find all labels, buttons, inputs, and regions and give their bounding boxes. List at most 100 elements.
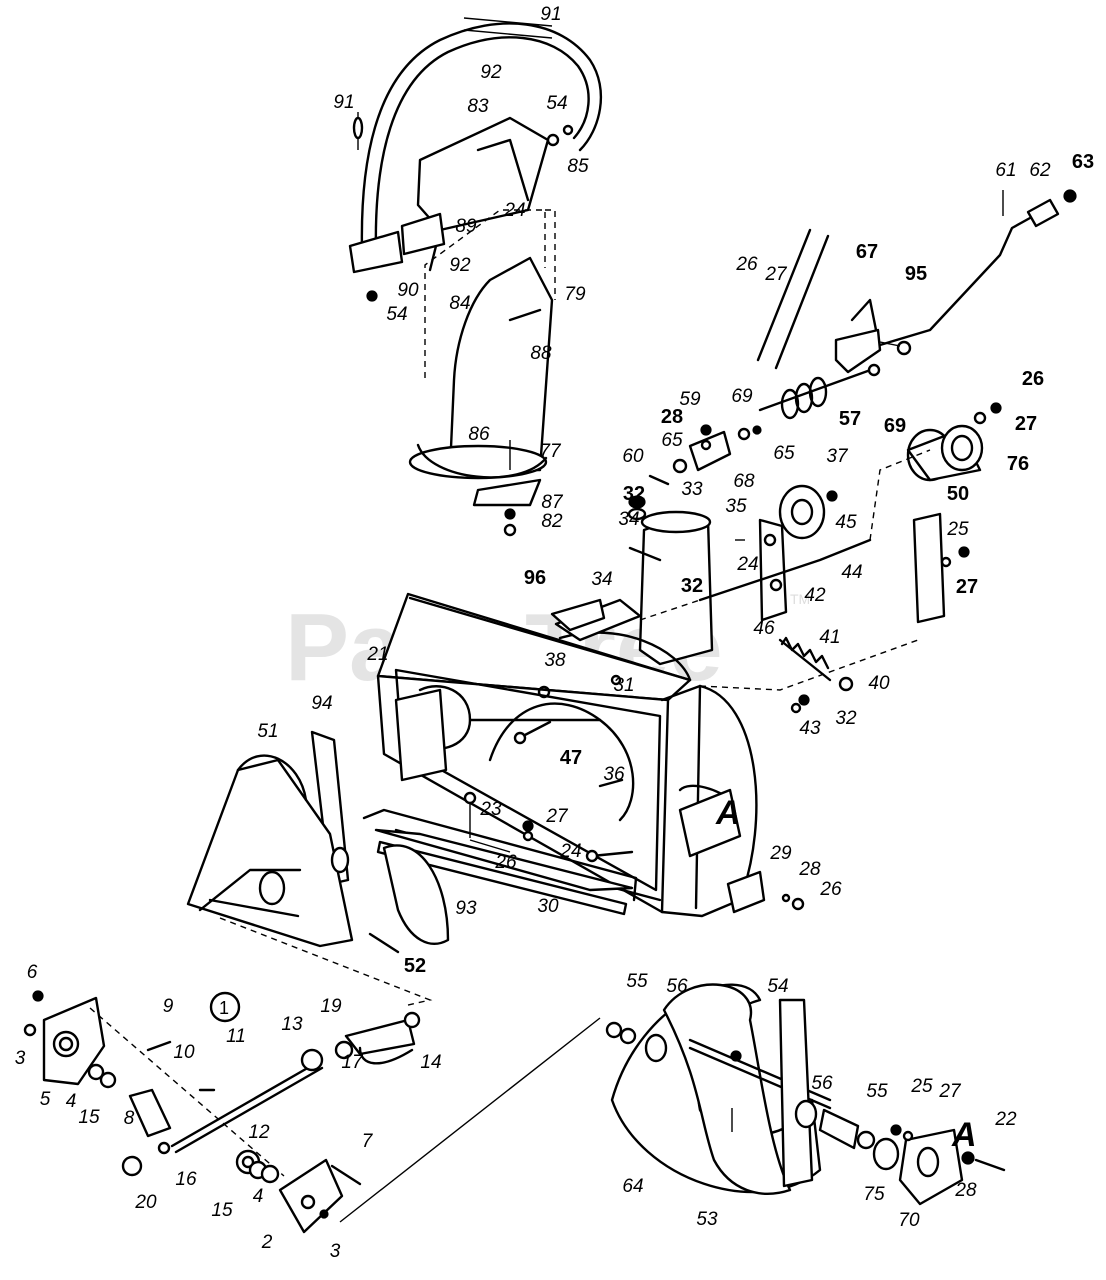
callout-16: 16 — [175, 1169, 197, 1190]
callout-26: 26 — [1022, 368, 1044, 390]
callout-31: 31 — [613, 675, 634, 696]
crank-bracket — [834, 328, 882, 374]
callout-27: 27 — [938, 1081, 962, 1102]
callout-67: 67 — [856, 241, 878, 263]
callout-25: 25 — [946, 519, 969, 540]
auger-assembly — [605, 983, 1006, 1206]
bolt-95-shank — [879, 341, 901, 347]
callout-55: 55 — [866, 1081, 888, 1102]
callout-69: 69 — [731, 386, 753, 407]
callout-68: 68 — [733, 471, 755, 492]
circled-reference: 1 — [209, 991, 241, 1023]
callout-4: 4 — [253, 1186, 264, 1207]
idler-bracket — [639, 449, 931, 691]
callout-22: 22 — [994, 1109, 1017, 1130]
callout-26: 26 — [494, 852, 517, 873]
callout-15: 15 — [78, 1107, 100, 1128]
callout-57: 57 — [839, 408, 861, 430]
housing-handle — [550, 598, 606, 632]
callout-69: 69 — [884, 415, 906, 437]
callout-92: 92 — [480, 62, 502, 83]
callout-44: 44 — [841, 562, 862, 583]
callout-24: 24 — [559, 841, 581, 862]
shave-plate — [376, 840, 628, 916]
callout-17: 17 — [341, 1052, 364, 1073]
callout-79: 79 — [564, 284, 586, 305]
callout-60: 60 — [622, 446, 644, 467]
shear-pin-52 — [368, 932, 400, 954]
bolt-24 — [590, 850, 634, 858]
callout-10: 10 — [173, 1042, 195, 1063]
callout-53: 53 — [696, 1209, 718, 1230]
callout-96: 96 — [524, 567, 546, 589]
callout-9: 9 — [163, 996, 174, 1017]
callout-19: 19 — [320, 996, 342, 1017]
callout-7: 7 — [362, 1131, 374, 1152]
callout-20: 20 — [134, 1192, 157, 1213]
callout-28: 28 — [661, 406, 683, 428]
pulley-50 — [906, 402, 1002, 482]
callout-30: 30 — [537, 896, 559, 917]
gearbox-assembly — [23, 990, 421, 1234]
callout-2: 2 — [261, 1232, 273, 1253]
handle-tube-2 — [774, 234, 830, 370]
callout-56: 56 — [666, 976, 688, 997]
callout-45: 45 — [835, 512, 857, 533]
skid-shoe-bracket — [726, 870, 805, 914]
callout-43: 43 — [799, 718, 821, 739]
callout-28: 28 — [798, 859, 821, 880]
callout-42: 42 — [804, 585, 826, 606]
callout-50: 50 — [947, 483, 969, 505]
chute-cable — [352, 17, 603, 254]
callout-41: 41 — [819, 627, 840, 648]
callout-34: 34 — [618, 509, 639, 530]
pulley-45 — [778, 484, 838, 540]
callout-26: 26 — [735, 254, 758, 275]
callout-84: 84 — [449, 293, 470, 314]
callout-32: 32 — [623, 483, 645, 505]
crank-bracket-flange — [850, 298, 878, 332]
callout-28: 28 — [954, 1180, 977, 1201]
callout-65: 65 — [661, 430, 683, 451]
callout-75: 75 — [863, 1184, 885, 1205]
callout-35: 35 — [725, 496, 747, 517]
discharge-chute — [408, 209, 556, 537]
callout-27: 27 — [545, 806, 569, 827]
gearbox-housing — [186, 754, 354, 948]
auger-housing — [362, 592, 758, 918]
callout-52: 52 — [404, 955, 426, 977]
callout-47: 47 — [560, 747, 582, 769]
reference-mark-a-auger: A — [951, 1116, 977, 1154]
callout-59: 59 — [679, 389, 701, 410]
callout-4: 4 — [66, 1091, 77, 1112]
callout-55: 55 — [626, 971, 648, 992]
chute-ring — [628, 510, 714, 666]
callout-24: 24 — [503, 200, 525, 221]
callout-54: 54 — [546, 93, 567, 114]
callout-5: 5 — [40, 1089, 51, 1110]
tension-spring — [778, 636, 854, 714]
callout-46: 46 — [753, 618, 775, 639]
callout-92: 92 — [449, 255, 471, 276]
callout-25: 25 — [910, 1076, 933, 1097]
reference-mark-a-housing: A — [715, 794, 741, 832]
gearbox-cover-93 — [382, 844, 450, 945]
callout-64: 64 — [622, 1176, 643, 1197]
callout-91: 91 — [333, 92, 354, 113]
callout-14: 14 — [420, 1052, 441, 1073]
callout-6: 6 — [27, 962, 38, 983]
callout-61: 61 — [995, 160, 1016, 181]
callout-13: 13 — [281, 1014, 303, 1035]
callout-32: 32 — [681, 575, 703, 597]
callout-63: 63 — [1072, 151, 1094, 173]
callout-27: 27 — [956, 576, 978, 598]
callout-33: 33 — [681, 479, 703, 500]
callout-82: 82 — [541, 511, 563, 532]
callout-76: 76 — [1007, 453, 1029, 475]
callout-3: 3 — [330, 1241, 341, 1262]
crank-mount — [648, 424, 732, 486]
callout-65: 65 — [773, 443, 795, 464]
callout-21: 21 — [366, 644, 388, 665]
callout-11: 11 — [226, 1026, 246, 1047]
